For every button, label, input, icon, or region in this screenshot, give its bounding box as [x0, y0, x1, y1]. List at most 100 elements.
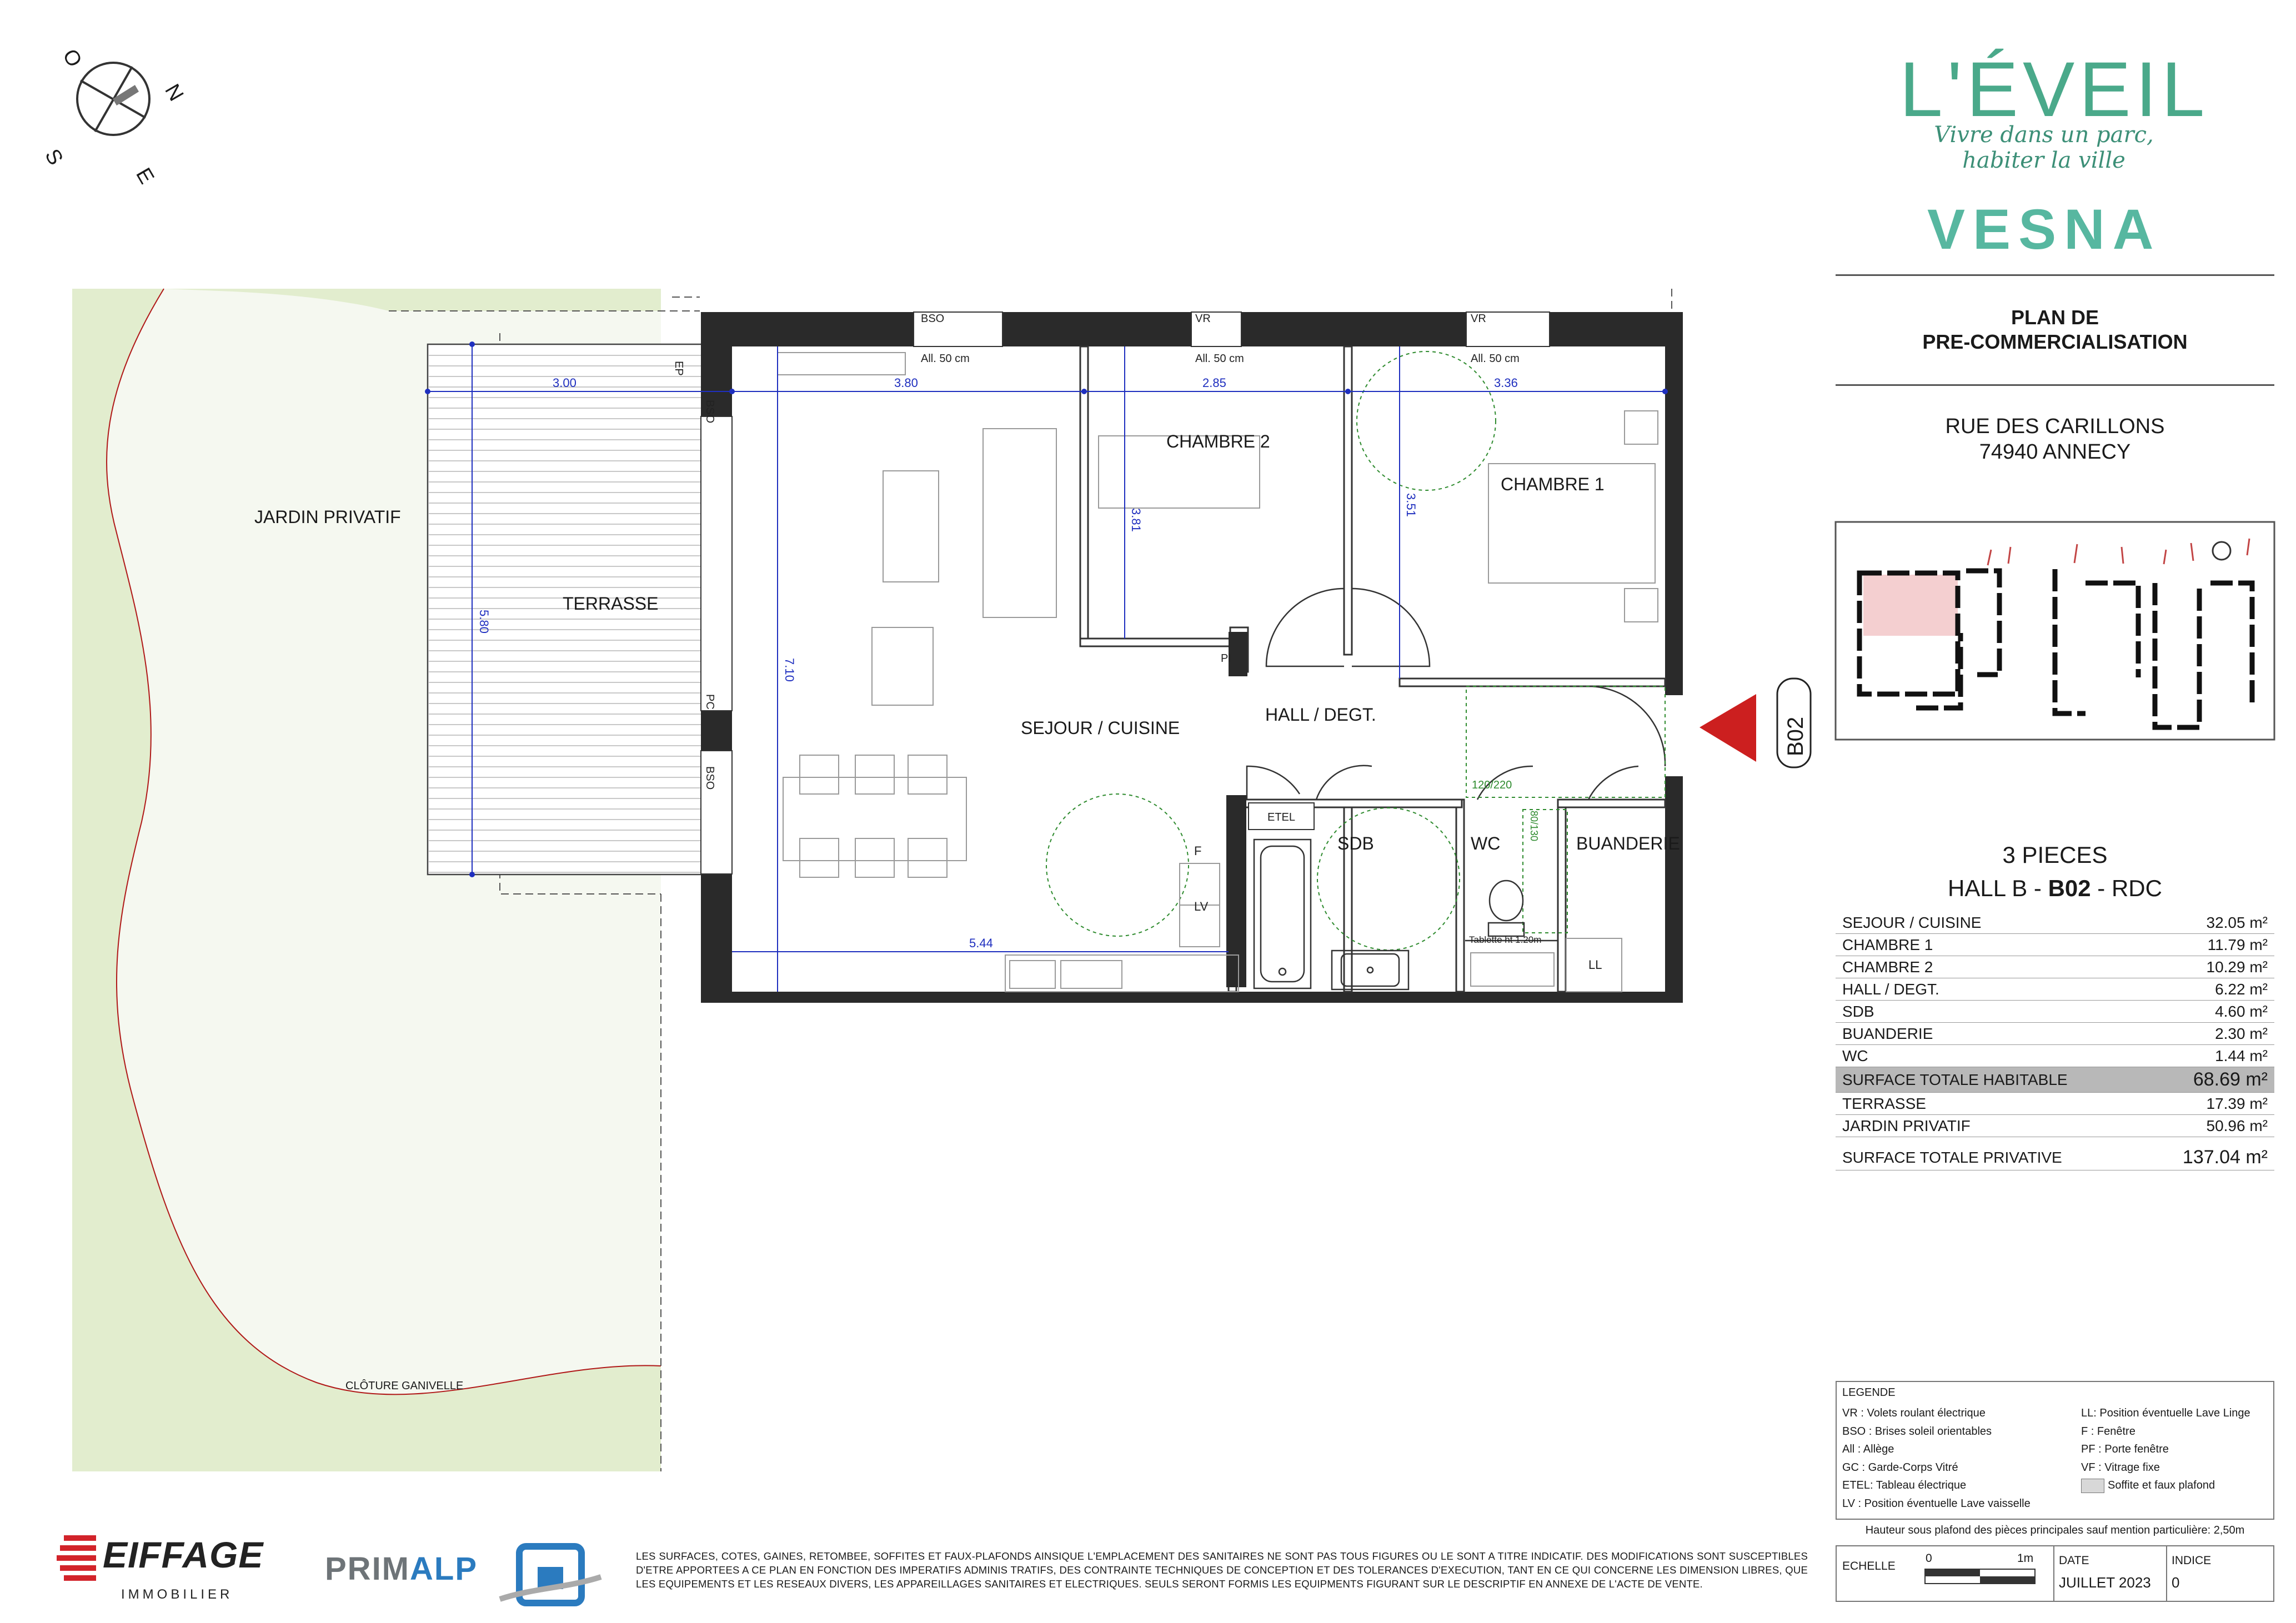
dim-sejour-height: 7.10 [783, 658, 796, 682]
left-windows [700, 416, 733, 875]
sdb-wall-dark [1229, 632, 1247, 676]
room-area-value: 10.29 m² [2146, 956, 2274, 978]
legend-item: BSO : Brises soleil orientables [1842, 1425, 1992, 1438]
unit-hall: HALL B - [1948, 875, 2048, 901]
legend-item: LL: Position éventuelle Lave Linge [2081, 1407, 2250, 1419]
total-privative-row: SURFACE TOTALE PRIVATIVE 137.04 m² [1836, 1145, 2274, 1170]
dimension-ticks [425, 341, 1668, 877]
legend-item: All : Allège [1842, 1443, 1894, 1455]
room-label-jardin: JARDIN PRIVATIF [254, 507, 401, 527]
project-logo: L'ÉVEIL [1899, 46, 2209, 133]
room-area-label: CHAMBRE 2 [1836, 956, 2147, 978]
divider [1836, 384, 2274, 386]
index-value: 0 [2172, 1574, 2180, 1591]
legend-item: Soffite et faux plafond [2081, 1476, 2250, 1495]
legend-item: ETEL: Tableau électrique [1842, 1479, 1967, 1491]
room-label-sdb: SDB [1337, 833, 1374, 853]
entrance-arrow-icon [1700, 694, 1756, 762]
dimension-lines [428, 344, 1666, 992]
turning-circles [1046, 351, 1666, 951]
room-area-label: SDB [1836, 1000, 2147, 1023]
entrance-marker-label: B02 [1783, 717, 1808, 756]
room-area-value: 4.60 m² [2146, 1000, 2274, 1023]
hall-wall-dark [1226, 795, 1246, 987]
primalp-wordmark: PRIMALP [325, 1550, 478, 1587]
doors [1114, 587, 1666, 800]
primalp-logo-icon [499, 1543, 602, 1606]
annex-area-label: JARDIN PRIVATIF [1836, 1114, 2147, 1137]
room-area-label: HALL / DEGT. [1836, 978, 2147, 1001]
dim-chambre2-width: 2.85 [1202, 376, 1226, 390]
title-block: ECHELLE 0 1m DATE JUILLET 2023 INDICE 0 [1836, 1545, 2274, 1602]
room-area-value: 32.05 m² [2146, 912, 2274, 934]
tag-door-80: 80/130 [1528, 811, 1540, 841]
total-privative-label: SURFACE TOTALE PRIVATIVE [1836, 1145, 2147, 1170]
eiffage-subline: IMMOBILIER [121, 1587, 233, 1602]
tag-bso-side-2: BSO [704, 766, 716, 790]
compass-icon: N E S O [40, 46, 188, 188]
sanitary-fixtures [1253, 838, 1558, 991]
tag-ll: LL [1588, 958, 1602, 972]
soffit-swatch-icon [2081, 1478, 2104, 1493]
date-label: DATE [2059, 1554, 2089, 1567]
scale-zero: 0 [1926, 1552, 1932, 1565]
room-label-chambre1: CHAMBRE 1 [1501, 474, 1605, 494]
date-value: JUILLET 2023 [2059, 1574, 2151, 1591]
legend-item: LV : Position éventuelle Lave vaisselle [1842, 1497, 2031, 1510]
tag-allege-1: All. 50 cm [921, 353, 970, 365]
dim-sejour-width: 3.80 [894, 376, 918, 390]
tag-bso-side-1: BSO [704, 400, 716, 423]
address-street: RUE DES CARILLONS [1945, 415, 2165, 438]
index-label: INDICE [2172, 1554, 2212, 1567]
dim-kitchen-width: 5.44 [969, 936, 993, 950]
room-area-label: SEJOUR / CUISINE [1836, 912, 2147, 934]
legend-item: VR : Volets roulant électrique [1842, 1407, 1986, 1419]
dim-terrasse-width: 3.00 [553, 376, 576, 390]
tag-allege-2: All. 50 cm [1195, 353, 1244, 365]
address-city: 74940 ANNECY [1979, 440, 2131, 464]
dim-terrasse-height: 5.80 [477, 610, 491, 634]
residence-logo: VESNA [1927, 198, 2162, 261]
compass-south: S [40, 145, 67, 169]
room-label-terrasse: TERRASSE [563, 594, 658, 614]
room-area-value: 6.22 m² [2146, 978, 2274, 1001]
plan-title-line2: PRE-COMMERCIALISATION [1922, 330, 2188, 353]
project-tagline: Vivre dans un parc, habiter la ville [1934, 122, 2154, 173]
unit-level: - RDC [2091, 875, 2162, 901]
tag-etel: ETEL [1267, 811, 1295, 823]
entrance-marker-box [1776, 677, 1812, 768]
compass-east: E [131, 164, 158, 188]
room-label-wc: WC [1471, 833, 1500, 853]
compass-west: O [58, 46, 86, 72]
divider [1836, 274, 2274, 276]
scale-label: ECHELLE [1842, 1560, 1896, 1572]
key-plan [1834, 521, 2275, 741]
unit-summary: 3 PIECES HALL B - B02 - RDC [1836, 838, 2274, 905]
tag-f: F [1194, 844, 1201, 858]
top-windows [913, 311, 1550, 347]
legend-title: LEGENDE [1842, 1386, 1896, 1399]
table-spacer [1836, 1137, 2274, 1145]
eiffage-wordmark: EIFFAGE [103, 1534, 264, 1575]
unit-hall-line: HALL B - B02 - RDC [1836, 872, 2274, 905]
terrace [427, 343, 722, 876]
tag-pc: PC [704, 694, 716, 710]
room-area-label: WC [1836, 1044, 2147, 1067]
room-label-sejour: SEJOUR / CUISINE [1021, 718, 1180, 738]
tag-allege-3: All. 50 cm [1471, 353, 1520, 365]
legal-disclaimer: LES SURFACES, COTES, GAINES, RETOMBEE, S… [636, 1550, 1808, 1590]
unit-pieces: 3 PIECES [2002, 842, 2108, 868]
apartment-floor [701, 312, 1683, 1003]
annex-area-value: 50.96 m² [2146, 1114, 2274, 1137]
